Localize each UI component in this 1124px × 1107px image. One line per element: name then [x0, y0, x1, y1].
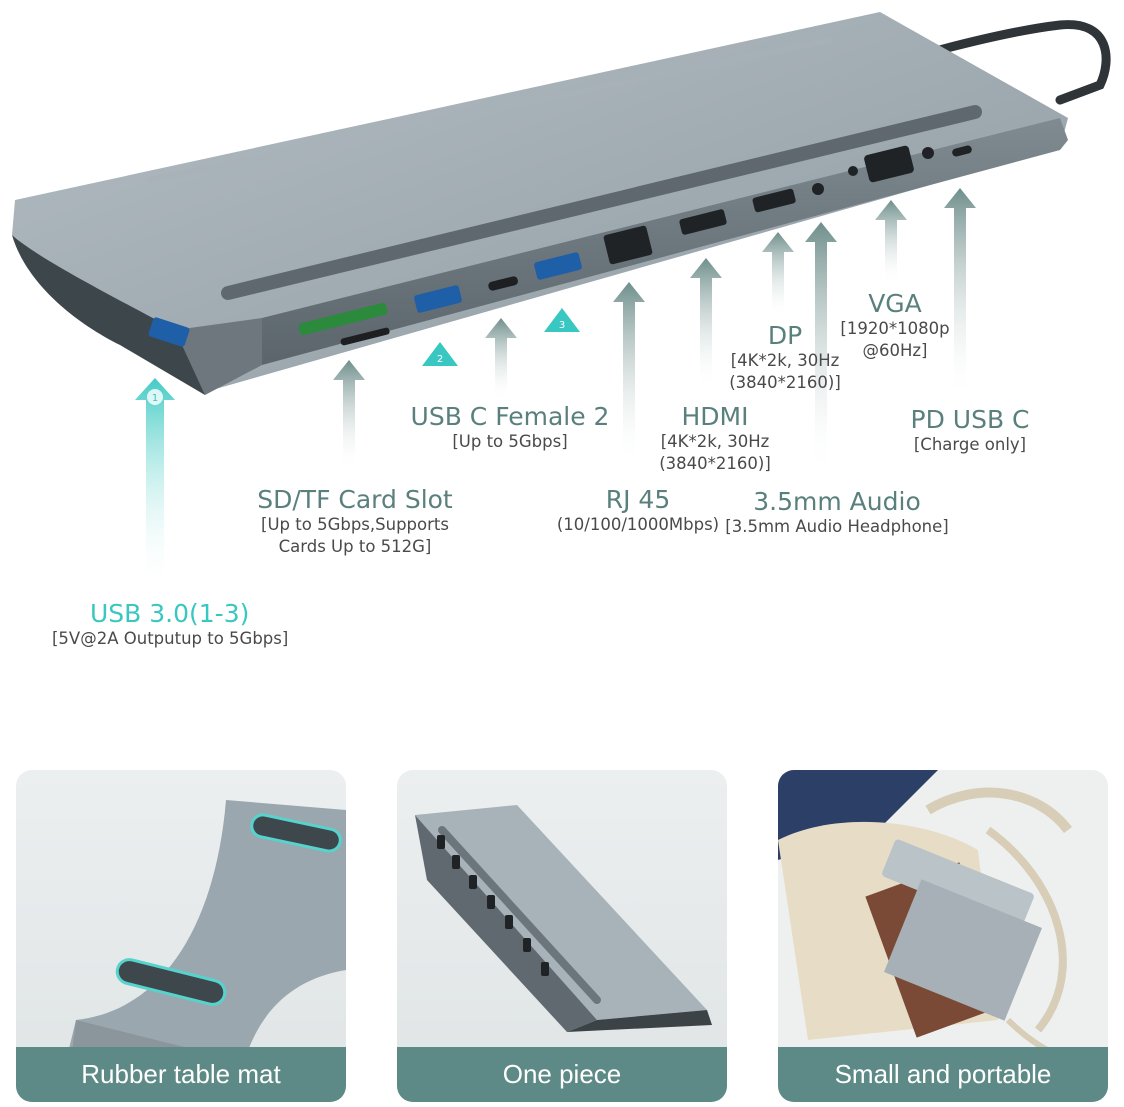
one-piece-illustration: [415, 805, 712, 1032]
usb30-sub: [5V@2A Outputup to 5Gbps]: [52, 628, 289, 648]
hub-top-surface: [12, 12, 1068, 392]
badge-2: 2: [422, 342, 458, 366]
pd-usb-c-port: [952, 145, 972, 157]
label-pd-usbc: PD USB C [Charge only]: [895, 406, 1045, 456]
hub-left-edge: [12, 235, 207, 395]
arrow-usbc-female: [485, 318, 517, 400]
label-audio: 3.5mm Audio [3.5mm Audio Headphone]: [722, 488, 952, 538]
portable-bag-illustration: [778, 770, 1108, 1092]
arrow-rj45: [613, 282, 645, 465]
port-arrows: [135, 188, 976, 590]
sd-card-slot: [298, 302, 388, 336]
svg-text:3: 3: [559, 320, 565, 331]
audio-jack: [812, 183, 824, 195]
rubber-pad-bottom-icon: [115, 958, 227, 1006]
arrow-pd-usbc: [944, 188, 976, 400]
arrow-hdmi: [690, 258, 722, 390]
usb-a-port-3: [534, 252, 582, 280]
badge-1: 1: [147, 389, 163, 405]
usb30-title: USB 3.0(1-3): [90, 599, 250, 628]
label-vga: VGA [1920*1080p @60Hz]: [835, 290, 955, 362]
tf-card-slot: [340, 327, 390, 346]
svg-text:1: 1: [152, 393, 158, 404]
label-usbc-female: USB C Female 2 [Up to 5Gbps]: [405, 403, 615, 453]
hdmi-port: [679, 209, 727, 235]
svg-text:2: 2: [437, 354, 443, 365]
dp-sub-1: [4K*2k, 30Hz: [730, 350, 840, 370]
label-hdmi: HDMI [4K*2k, 30Hz (3840*2160)]: [650, 403, 780, 475]
usbc-female-title: USB C Female 2: [410, 402, 610, 431]
rubber-pad-top-icon: [250, 813, 342, 853]
caption-one-piece: One piece: [397, 1047, 727, 1102]
rj45-title: RJ 45: [605, 485, 671, 514]
caption-rubber-mat: Rubber table mat: [16, 1047, 346, 1102]
usb-a-port-side: [148, 317, 190, 347]
usb-a-port-2: [414, 285, 462, 313]
vga-sub-1: [1920*1080p: [840, 318, 950, 338]
vga-sub-2: @60Hz]: [862, 340, 928, 360]
vga-title: VGA: [868, 289, 922, 318]
usb-hub-illustration: 1 2 3: [12, 12, 1111, 590]
dp-sub-2: (3840*2160)]: [729, 372, 841, 392]
arrow-audio: [805, 222, 837, 475]
label-sdtf: SD/TF Card Slot [Up to 5Gbps,Supports Ca…: [245, 486, 465, 558]
rj45-sub: (10/100/1000Mbps): [556, 514, 720, 534]
card-one-piece: One piece: [397, 770, 727, 1102]
audio-sub: [3.5mm Audio Headphone]: [725, 516, 949, 536]
card-rubber-mat: Rubber table mat: [16, 770, 346, 1102]
sdtf-title: SD/TF Card Slot: [257, 485, 453, 514]
arrow-vga: [875, 200, 907, 285]
label-dp: DP [4K*2k, 30Hz (3840*2160)]: [720, 322, 850, 394]
arrow-dp: [762, 232, 794, 318]
dp-title: DP: [767, 321, 803, 350]
hub-front-face: [262, 118, 1068, 365]
label-usb30: USB 3.0(1-3) [5V@2A Outputup to 5Gbps]: [52, 600, 302, 650]
sdtf-sub-1: [Up to 5Gbps,Supports: [261, 514, 449, 534]
arrow-usb30: [135, 378, 175, 590]
dp-port: [752, 188, 796, 213]
vga-port: [864, 145, 914, 183]
usbc-female-sub: [Up to 5Gbps]: [452, 431, 568, 451]
audio-title: 3.5mm Audio: [753, 487, 921, 516]
hdmi-title: HDMI: [681, 402, 749, 431]
hdmi-sub-2: (3840*2160)]: [659, 453, 771, 473]
arrow-sdtf: [333, 360, 365, 470]
badge-3: 3: [544, 308, 580, 332]
sdtf-sub-2: Cards Up to 512G]: [278, 536, 432, 556]
hdmi-sub-1: [4K*2k, 30Hz: [660, 431, 770, 451]
pd-usbc-title: PD USB C: [910, 405, 1030, 434]
rj45-port: [603, 225, 653, 265]
caption-portable: Small and portable: [778, 1047, 1108, 1102]
usb-c-port-female: [488, 276, 518, 291]
pd-usbc-sub: [Charge only]: [913, 434, 1027, 454]
label-rj45: RJ 45 (10/100/1000Mbps): [548, 486, 728, 536]
card-portable: Small and portable: [778, 770, 1108, 1102]
hub-groove-front: [221, 105, 982, 300]
